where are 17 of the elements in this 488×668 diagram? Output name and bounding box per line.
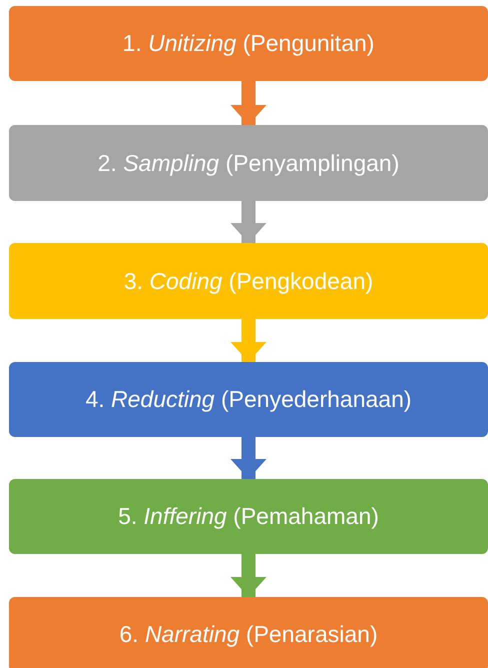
process-box <box>9 362 488 437</box>
step-label: 6. Narrating (Penarasian) <box>119 621 378 648</box>
step-label: 5. Inffering (Pemahaman) <box>118 503 379 530</box>
step-label: 3. Coding (Pengkodean) <box>124 268 374 294</box>
process-box <box>9 243 488 319</box>
step-label: 2. Sampling (Penyamplingan) <box>98 150 400 176</box>
arrow <box>230 81 266 125</box>
arrow <box>230 319 266 362</box>
process-box <box>9 6 488 81</box>
process-box <box>9 479 488 554</box>
arrow <box>230 554 266 597</box>
process-box <box>9 125 488 201</box>
step-label: 1. Unitizing (Pengunitan) <box>122 30 374 57</box>
step-label: 4. Reducting (Penyederhanaan) <box>85 386 412 413</box>
arrow <box>230 437 266 479</box>
arrow <box>230 201 266 243</box>
process-box <box>9 597 488 668</box>
